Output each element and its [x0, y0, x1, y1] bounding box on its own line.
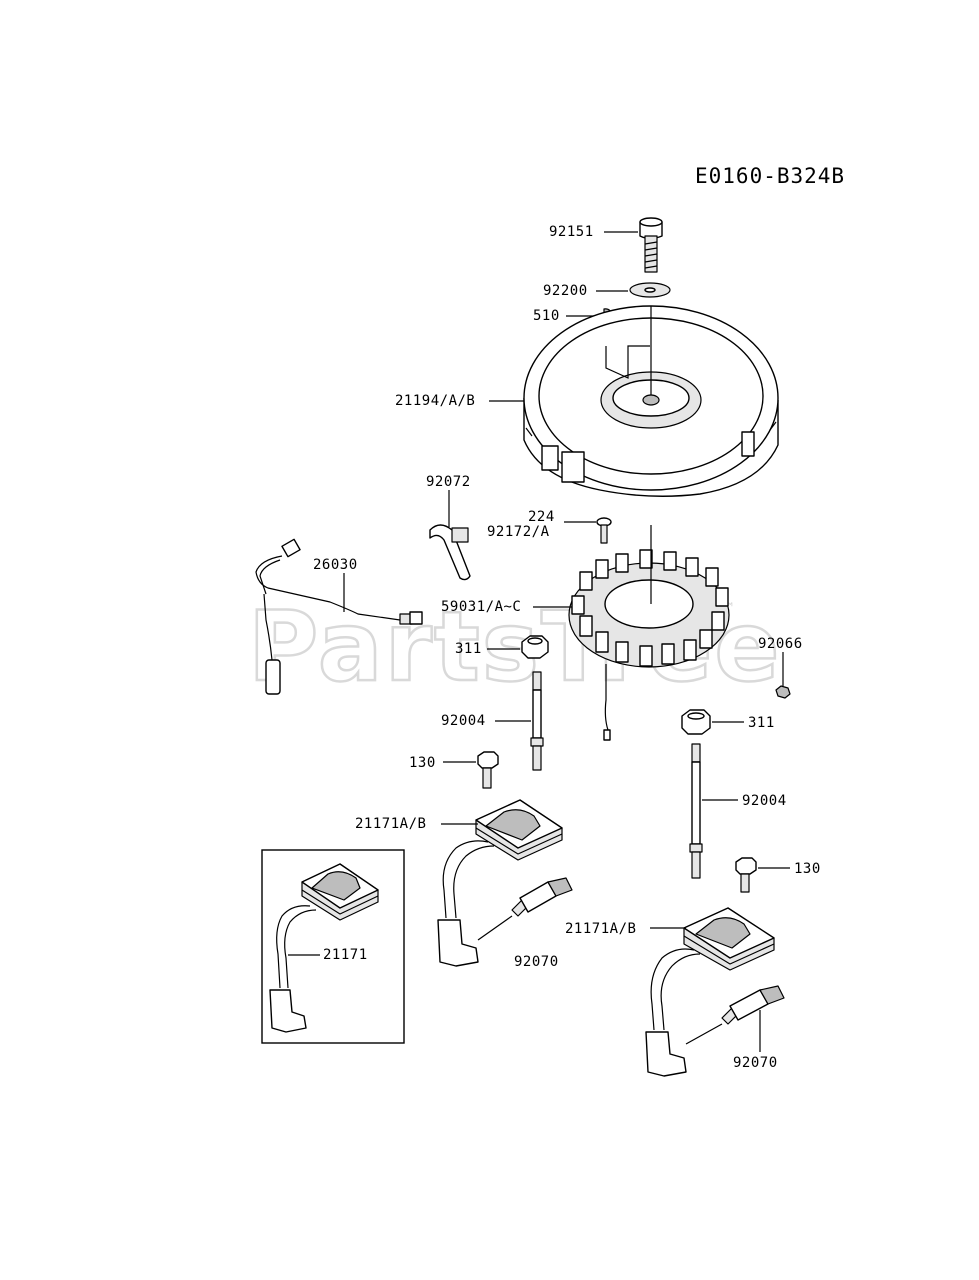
- label-26030: 26030: [313, 557, 358, 573]
- bolt-130-right-icon: [735, 857, 757, 893]
- label-311-left: 311: [455, 641, 482, 657]
- stud-icon: [530, 671, 544, 771]
- nut-icon: [521, 635, 549, 659]
- label-510: 510: [533, 308, 560, 324]
- nut-right-icon: [681, 709, 711, 735]
- label-21171-inset: 21171: [323, 947, 368, 963]
- ignition-coil-inset-icon: [269, 863, 379, 1033]
- ignition-coil-right-icon: [645, 907, 775, 1077]
- small-nut-icon: [775, 685, 791, 699]
- label-21171AB-left: 21171A/B: [355, 816, 426, 832]
- label-92200: 92200: [543, 283, 588, 299]
- label-92070-right: 92070: [733, 1055, 778, 1071]
- label-92151: 92151: [549, 224, 594, 240]
- flywheel-icon: [523, 305, 779, 497]
- clip-icon: [429, 524, 471, 581]
- spark-plug-left-icon: [511, 877, 573, 917]
- stator-icon: [568, 549, 730, 741]
- screw-icon: [596, 517, 612, 544]
- label-92066: 92066: [758, 636, 803, 652]
- label-92070-left: 92070: [514, 954, 559, 970]
- label-92172: 92172/A: [487, 524, 550, 540]
- label-92004-left: 92004: [441, 713, 486, 729]
- bolt-130-icon: [477, 751, 499, 789]
- inset-box: 21171: [261, 849, 405, 1044]
- bolt-92151-icon: [639, 217, 663, 273]
- label-21171AB-right: 21171A/B: [565, 921, 636, 937]
- label-311-right: 311: [748, 715, 775, 731]
- stud-right-icon: [689, 743, 703, 879]
- label-92004-right: 92004: [742, 793, 787, 809]
- label-21194: 21194/A/B: [395, 393, 475, 409]
- spark-plug-right-icon: [721, 985, 785, 1025]
- label-92072: 92072: [426, 474, 471, 490]
- wire-harness-icon: [255, 538, 423, 695]
- label-130-left: 130: [409, 755, 436, 771]
- label-59031: 59031/A~C: [441, 599, 521, 615]
- diagram-code: E0160-B324B: [695, 164, 845, 188]
- label-224: 224: [528, 509, 555, 525]
- washer-icon: [629, 282, 671, 298]
- label-130-right: 130: [794, 861, 821, 877]
- ignition-coil-left-icon: [437, 799, 563, 967]
